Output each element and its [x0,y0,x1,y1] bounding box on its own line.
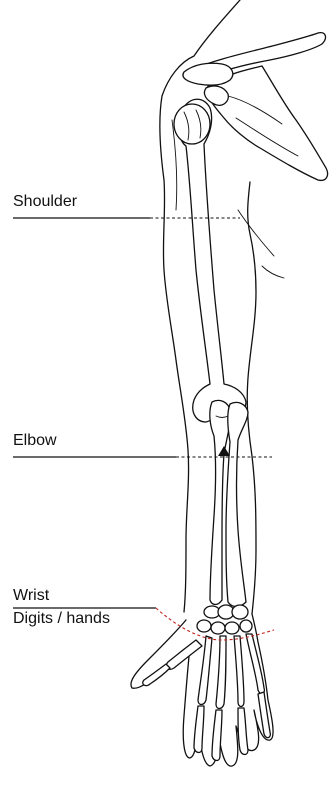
humerus [179,99,246,422]
digits-hands-label: Digits / hands [13,609,110,629]
thumb-bones [143,640,202,686]
axilla-crease [238,210,274,256]
humeral-head [174,104,210,144]
radius [226,402,248,606]
carpal-bones [197,605,252,634]
acromion [183,63,233,85]
shoulder-label: Shoulder [13,192,77,212]
arm-outline-inner [247,182,256,614]
coracoid [204,86,228,105]
wrist-label: Wrist [13,586,49,606]
elbow-label: Elbow [13,431,57,451]
